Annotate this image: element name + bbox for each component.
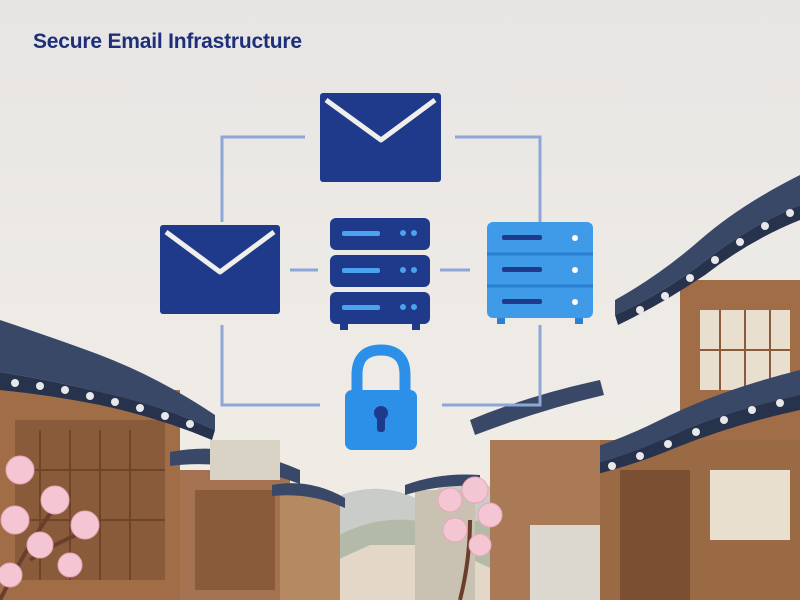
page-title: Secure Email Infrastructure [33,30,302,53]
server-stack-icon-center [330,218,430,330]
server-icon-right [487,222,593,324]
envelope-icon-left [160,225,280,314]
cherry-blossom-right [437,476,503,600]
envelope-icon-top [320,93,441,182]
connector-lines [220,135,542,407]
padlock-icon [345,344,417,450]
left-houses [0,320,345,600]
right-houses [405,175,800,600]
cherry-blossom-left [0,455,100,600]
